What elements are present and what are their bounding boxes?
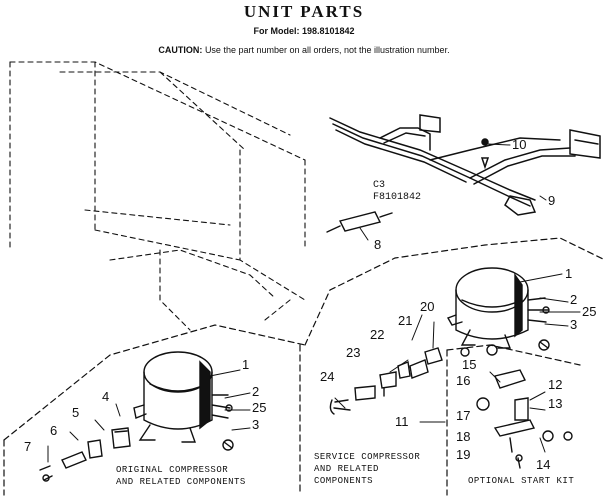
callout-13: 13 bbox=[548, 396, 563, 411]
cabinet-outline bbox=[9, 61, 306, 331]
callout-14: 14 bbox=[536, 457, 551, 472]
callout-17: 17 bbox=[456, 408, 471, 423]
callout-1-original: 1 bbox=[242, 357, 250, 372]
leader-lines bbox=[47, 143, 581, 463]
callout-3-service: 3 bbox=[570, 317, 578, 332]
caution-label: CAUTION: bbox=[158, 45, 203, 55]
original-components bbox=[39, 427, 131, 482]
callout-23: 23 bbox=[346, 345, 361, 360]
capacitor-part-code: F8101842 bbox=[373, 192, 422, 203]
callout-24: 24 bbox=[320, 369, 335, 384]
model-label: For Model: bbox=[253, 26, 300, 36]
callout-20: 20 bbox=[420, 299, 435, 314]
callout-12: 12 bbox=[548, 377, 563, 392]
model-number: 198.8101842 bbox=[301, 26, 355, 36]
service-caption-line1: SERVICE COMPRESSOR bbox=[314, 452, 421, 462]
start-kit-caption: OPTIONAL START KIT bbox=[468, 476, 575, 486]
wiring-harness bbox=[329, 114, 601, 216]
callout-25-original: 25 bbox=[252, 400, 267, 415]
model-line: For Model: 198.8101842 bbox=[0, 26, 608, 36]
callout-3-original: 3 bbox=[252, 417, 260, 432]
callout-16: 16 bbox=[456, 373, 471, 388]
callout-18: 18 bbox=[456, 429, 471, 444]
callout-2-service: 2 bbox=[570, 292, 578, 307]
callout-2-original: 2 bbox=[252, 384, 260, 399]
callout-7: 7 bbox=[24, 439, 32, 454]
capacitor-part bbox=[326, 211, 393, 233]
caution-note: CAUTION: Use the part number on all orde… bbox=[0, 45, 608, 55]
original-compressor bbox=[133, 351, 234, 451]
callout-9: 9 bbox=[548, 193, 556, 208]
original-caption-line2: AND RELATED COMPONENTS bbox=[116, 477, 246, 487]
service-caption-line2: AND RELATED bbox=[314, 464, 379, 474]
callout-25-service: 25 bbox=[582, 304, 597, 319]
callout-10: 10 bbox=[512, 137, 527, 152]
callout-22: 22 bbox=[370, 327, 385, 342]
original-caption-line1: ORIGINAL COMPRESSOR bbox=[116, 465, 229, 475]
callout-4: 4 bbox=[102, 389, 110, 404]
caution-text: Use the part number on all orders, not t… bbox=[204, 45, 450, 55]
callout-8: 8 bbox=[374, 237, 382, 252]
service-compressor bbox=[446, 267, 550, 357]
callout-5: 5 bbox=[72, 405, 80, 420]
service-caption-line3: COMPONENTS bbox=[314, 476, 374, 486]
service-components bbox=[329, 347, 443, 415]
callout-19: 19 bbox=[456, 447, 471, 462]
callout-6: 6 bbox=[50, 423, 58, 438]
callout-21: 21 bbox=[398, 313, 413, 328]
page-title: UNIT PARTS bbox=[243, 2, 365, 21]
callout-11: 11 bbox=[395, 414, 409, 429]
callout-1-service: 1 bbox=[565, 266, 573, 281]
capacitor-code: C3 bbox=[373, 180, 386, 191]
callout-15: 15 bbox=[462, 357, 477, 372]
start-kit-parts bbox=[476, 369, 573, 469]
